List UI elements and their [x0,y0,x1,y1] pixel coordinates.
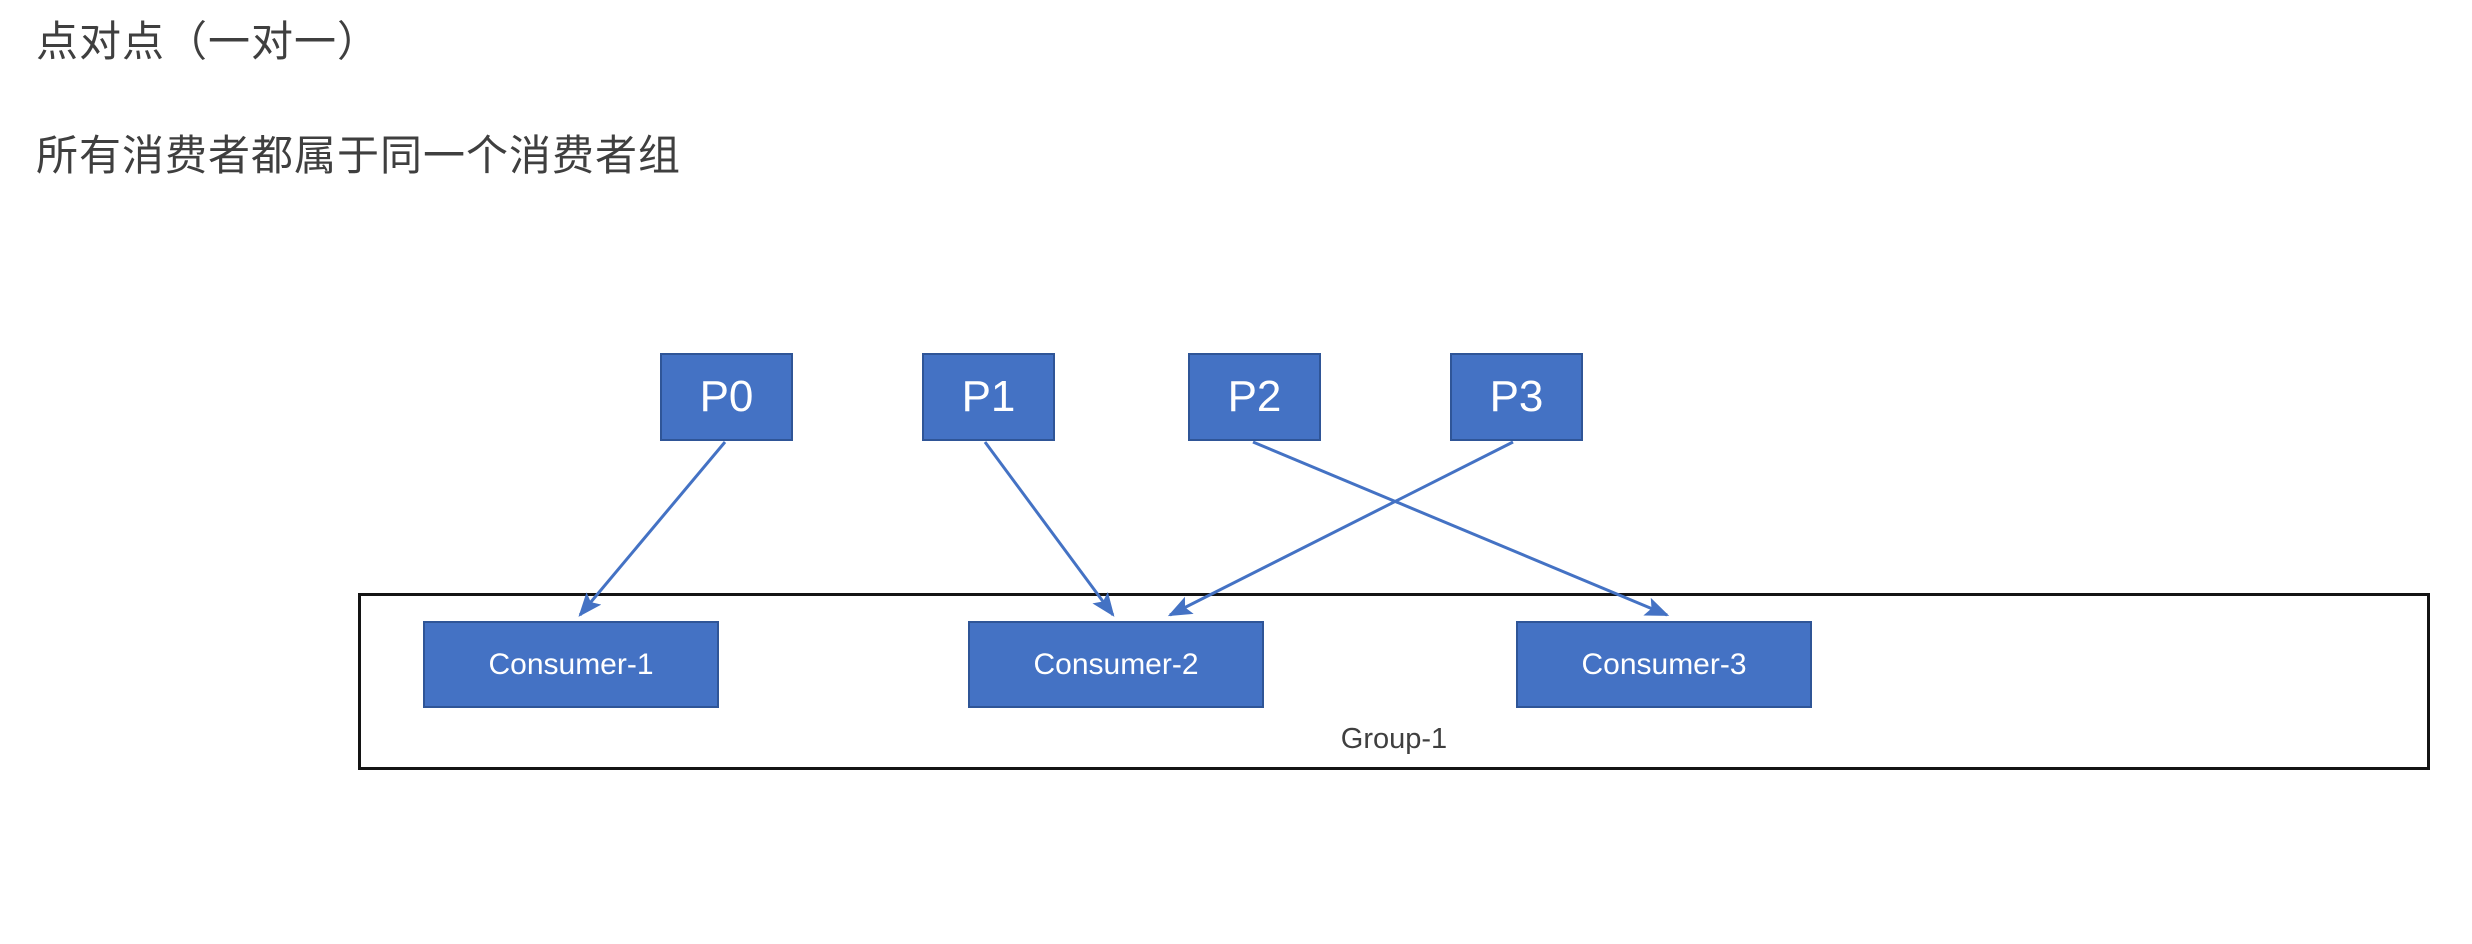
consumer-box-1[interactable]: Consumer-1 [423,621,719,708]
consumer-group-label: Group-1 [1340,723,1448,755]
consumer-label-1: Consumer-1 [488,647,654,681]
partition-box-p1[interactable]: P1 [922,353,1055,441]
consumer-label-3: Consumer-3 [1581,647,1747,681]
page-title: 点对点（一对一） [36,18,381,65]
consumer-box-2[interactable]: Consumer-2 [968,621,1264,708]
partition-box-p3[interactable]: P3 [1450,353,1583,441]
arrow-p1-to-consumer-2 [983,441,1115,617]
arrow-p2-to-consumer-3 [1252,440,1670,617]
partition-label-p2: P2 [1227,372,1282,421]
arrow-p0-to-consumer-1 [578,441,727,617]
partition-label-p1: P1 [961,372,1016,421]
arrow-p3-to-consumer-2 [1167,440,1514,617]
partition-box-p0[interactable]: P0 [660,353,793,441]
partition-label-p3: P3 [1489,372,1544,421]
page-subtitle: 所有消费者都属于同一个消费者组 [36,132,682,179]
partition-box-p2[interactable]: P2 [1188,353,1321,441]
consumer-label-2: Consumer-2 [1033,647,1199,681]
consumer-box-3[interactable]: Consumer-3 [1516,621,1812,708]
partition-label-p0: P0 [699,372,754,421]
